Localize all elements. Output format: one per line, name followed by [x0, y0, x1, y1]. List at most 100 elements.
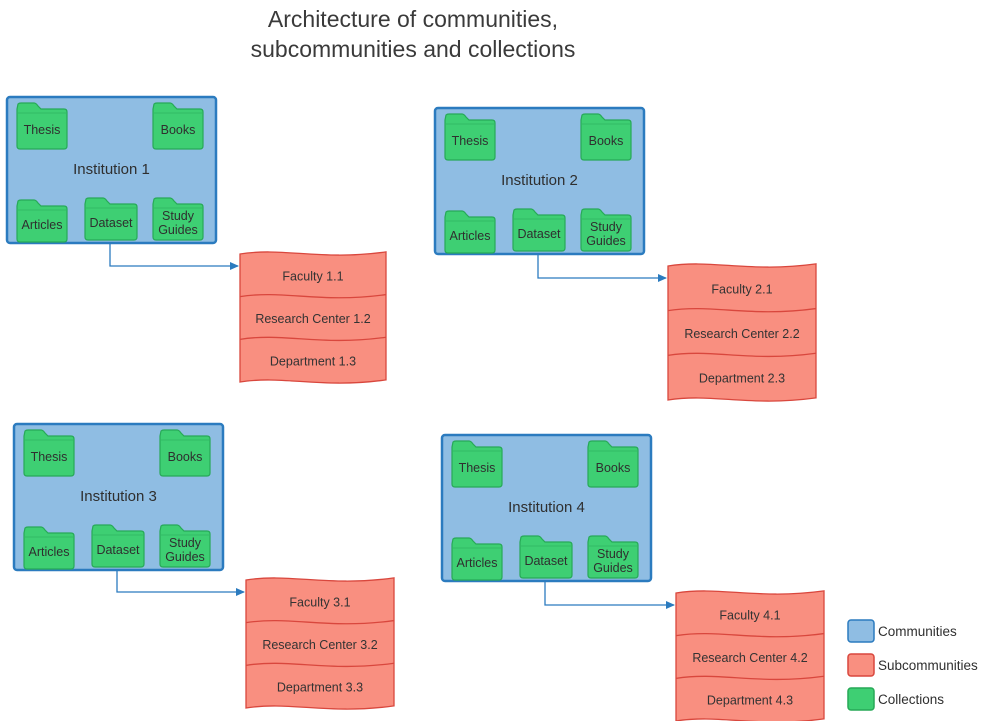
folder-icon	[84, 197, 138, 241]
folder-icon	[580, 113, 632, 161]
subcommunity-label: Faculty 2.1	[711, 282, 772, 296]
folder-icon	[444, 113, 496, 161]
collection-label: Articles	[22, 218, 63, 232]
collection-label: Dataset	[524, 554, 568, 568]
subcommunity-label: Department 4.3	[707, 694, 793, 708]
folder-icon	[580, 208, 632, 252]
collection-label: Thesis	[452, 134, 489, 148]
folder-icon	[152, 197, 204, 241]
collection-folder-articles: Articles	[444, 210, 496, 254]
collection-folder-thesis: Thesis	[16, 102, 68, 150]
subcommunity-label: Faculty 3.1	[289, 595, 350, 609]
subcommunity-label: Department 1.3	[270, 355, 356, 369]
institution-name: Institution 4	[508, 499, 585, 516]
collection-folder-dataset: Dataset	[84, 197, 138, 241]
subcommunity-label: Department 2.3	[699, 372, 785, 386]
subcommunity-label: Research Center 3.2	[262, 638, 377, 652]
collection-label: Books	[589, 134, 624, 148]
collection-label: Books	[596, 461, 631, 475]
collection-label: Thesis	[31, 450, 68, 464]
collection-label: Books	[161, 123, 196, 137]
collection-label: Articles	[29, 545, 70, 559]
collection-folder-dataset: Dataset	[519, 535, 573, 579]
folder-icon	[16, 199, 68, 243]
collection-folder-articles: Articles	[16, 199, 68, 243]
collection-folder-articles: Articles	[451, 537, 503, 581]
collection-folder-books: Books	[159, 429, 211, 477]
legend-item-collections: Collections	[847, 687, 944, 711]
folder-icon	[159, 524, 211, 568]
collection-folder-books: Books	[152, 102, 204, 150]
connector-arrow	[109, 243, 239, 270]
collection-folder-dataset: Dataset	[512, 208, 566, 252]
institution-name: Institution 2	[501, 172, 578, 189]
legend-label: Subcommunities	[878, 658, 978, 673]
collection-label: Articles	[457, 556, 498, 570]
legend-swatch	[847, 687, 875, 711]
collection-label: Dataset	[517, 227, 561, 241]
collection-folder-books: Books	[580, 113, 632, 161]
collection-label: Thesis	[459, 461, 496, 475]
collection-label: Thesis	[24, 123, 61, 137]
folder-icon	[444, 210, 496, 254]
legend-item-communities: Communities	[847, 619, 957, 643]
folder-icon	[512, 208, 566, 252]
folder-icon	[451, 440, 503, 488]
subcommunity-label: Faculty 4.1	[719, 608, 780, 622]
connector-arrow	[544, 581, 675, 609]
collection-folder-thesis: Thesis	[451, 440, 503, 488]
institution-name: Institution 1	[73, 161, 150, 178]
collection-folder-books: Books	[587, 440, 639, 488]
collection-label: Dataset	[96, 543, 140, 557]
subcommunity-label: Department 3.3	[277, 681, 363, 695]
diagram-title-line-1: Architecture of communities,	[268, 6, 558, 32]
folder-icon	[519, 535, 573, 579]
folder-icon	[152, 102, 204, 150]
subcommunity-label: Research Center 4.2	[692, 651, 807, 665]
folder-icon	[587, 440, 639, 488]
collection-label: Books	[168, 450, 203, 464]
legend-swatch	[847, 653, 875, 677]
legend-item-subcommunities: Subcommunities	[847, 653, 978, 677]
folder-icon	[23, 429, 75, 477]
collection-folder-thesis: Thesis	[23, 429, 75, 477]
folder-icon	[587, 535, 639, 579]
legend-label: Collections	[878, 692, 944, 707]
collection-folder-dataset: Dataset	[91, 524, 145, 568]
connector-arrow	[537, 254, 667, 282]
folder-icon	[159, 429, 211, 477]
institution-name: Institution 3	[80, 488, 157, 505]
subcommunity-label: Faculty 1.1	[282, 269, 343, 283]
legend-label: Communities	[878, 624, 957, 639]
subcommunity-label: Research Center 2.2	[684, 327, 799, 341]
collection-folder-articles: Articles	[23, 526, 75, 570]
legend-swatch	[847, 619, 875, 643]
folder-icon	[16, 102, 68, 150]
folder-icon	[451, 537, 503, 581]
collection-label: Articles	[450, 229, 491, 243]
diagram-title-line-2: subcommunities and collections	[251, 36, 576, 62]
folder-icon	[91, 524, 145, 568]
collection-folder-thesis: Thesis	[444, 113, 496, 161]
collection-label: Dataset	[89, 216, 133, 230]
subcommunity-label: Research Center 1.2	[255, 312, 370, 326]
